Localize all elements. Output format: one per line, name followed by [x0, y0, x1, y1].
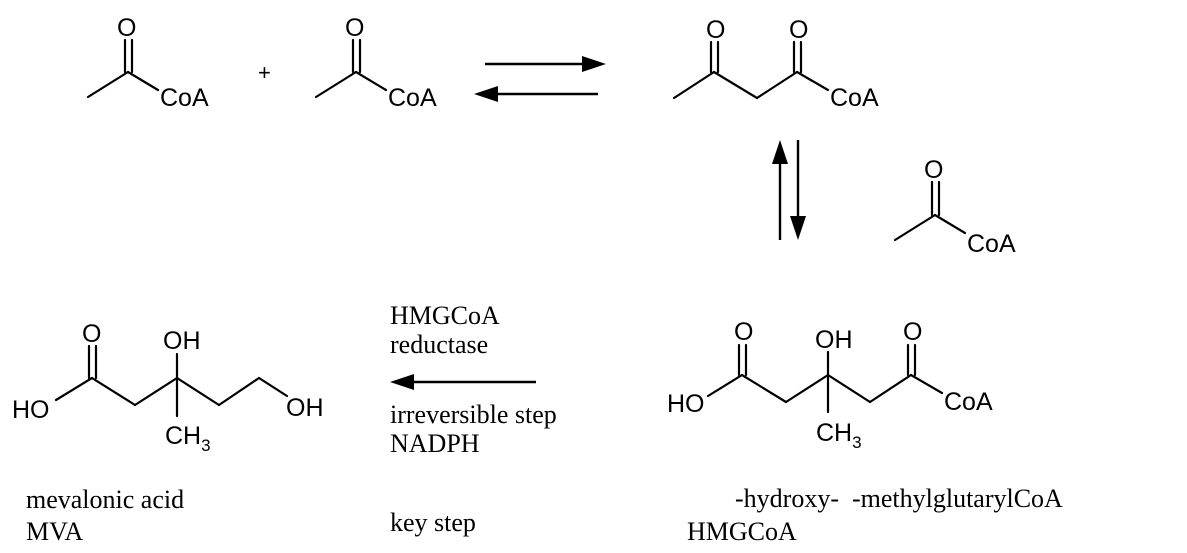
methyl-label: CH3 [165, 422, 211, 455]
oxygen-label: O [82, 320, 101, 348]
acetyl-coa-2: O CoA [314, 14, 437, 112]
equilibrium-arrow-horizontal [474, 56, 606, 102]
acetyl-coa-1: O CoA [86, 14, 209, 112]
reduction-step: HMGCoA reductase irreversible step NADPH… [390, 301, 557, 537]
oxygen-label: O [117, 14, 136, 42]
mevalonic-acid-name: mevalonic acid [26, 485, 184, 514]
hydroxyl-label: HO [12, 396, 50, 424]
hmg-coa-abbrev: HMGCoA [687, 517, 797, 546]
hydroxyl-label: OH [286, 394, 324, 422]
enzyme-name-line1: HMGCoA [390, 301, 500, 330]
coa-label: CoA [944, 388, 993, 416]
mevalonic-acid-abbrev: MVA [26, 517, 84, 546]
acetyl-coa-3: O CoA [893, 156, 1016, 258]
step-note-irreversible: irreversible step [390, 400, 557, 429]
coa-label: CoA [830, 84, 879, 112]
plus-sign: + [258, 60, 271, 85]
hydroxyl-label: OH [815, 326, 853, 354]
methyl-label: CH3 [816, 419, 862, 452]
oxygen-label: O [706, 16, 725, 44]
oxygen-label: O [345, 14, 364, 42]
hydroxyl-label: HO [667, 390, 705, 418]
oxygen-label: O [789, 16, 808, 44]
coa-label: CoA [388, 84, 437, 112]
hmg-coa-structure: HO O OH CH3 O CoA [667, 318, 993, 452]
oxygen-label: O [903, 318, 922, 346]
coa-label: CoA [967, 230, 1016, 258]
step-note-key: key step [390, 508, 476, 537]
acetoacetyl-coa: O O CoA [672, 16, 879, 112]
coa-label: CoA [160, 84, 209, 112]
oxygen-label: O [924, 156, 943, 184]
mevalonic-acid-structure: HO O OH CH3 OH [12, 320, 324, 455]
equilibrium-arrow-vertical [772, 140, 806, 240]
enzyme-name-line2: reductase [390, 330, 488, 359]
hmg-coa-name: -hydroxy- -methylglutarylCoA [735, 484, 1063, 513]
cofactor-nadph: NADPH [390, 429, 480, 458]
hydroxyl-label: OH [163, 327, 201, 355]
oxygen-label: O [734, 318, 753, 346]
